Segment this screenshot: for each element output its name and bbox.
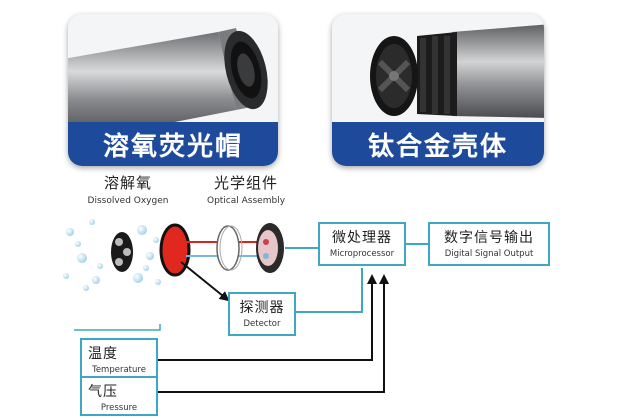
sensor-cap-card: 溶氧荧光帽 xyxy=(68,14,278,166)
microprocessor-box: 微处理器 Microprocessor xyxy=(318,222,406,266)
pressure-box: 气压 Pressure xyxy=(80,376,158,416)
optical-assembly-icon xyxy=(256,223,284,273)
temperature-cn: 温度 xyxy=(88,346,118,362)
dissolved-oxygen-label: 溶解氧 Dissolved Oxygen xyxy=(78,172,178,206)
optical-assembly-en: Optical Assembly xyxy=(206,196,286,206)
microprocessor-en: Microprocessor xyxy=(329,249,395,259)
arrow-to-detector xyxy=(180,261,230,302)
optical-assembly-cn: 光学组件 xyxy=(213,174,278,192)
temperature-arrow xyxy=(158,274,377,361)
sensor-cap-image xyxy=(68,14,278,166)
detector-left-guide xyxy=(74,324,161,331)
pressure-cn: 气压 xyxy=(88,384,118,400)
sensor-cap-label: 溶氧荧光帽 xyxy=(68,122,278,166)
pressure-en: Pressure xyxy=(100,403,138,413)
temperature-box: 温度 Temperature xyxy=(80,338,158,378)
fluorescent-disc-icon xyxy=(159,223,191,277)
temperature-en: Temperature xyxy=(92,365,146,375)
microprocessor-cn: 微处理器 xyxy=(332,230,392,246)
dissolved-oxygen-en: Dissolved Oxygen xyxy=(87,196,169,206)
digital-output-box: 数字信号输出 Digital Signal Output xyxy=(428,222,550,266)
oxygen-bubbles xyxy=(63,219,161,291)
optical-assembly-label: 光学组件 Optical Assembly xyxy=(196,172,296,206)
oxygen-molecule-icon xyxy=(111,232,133,272)
detector-box: 探测器 Detector xyxy=(228,292,296,336)
detector-en: Detector xyxy=(243,319,281,329)
digital-output-cn: 数字信号输出 xyxy=(444,230,534,246)
pressure-arrow xyxy=(158,274,389,393)
dissolved-oxygen-cn: 溶解氧 xyxy=(103,174,152,192)
titanium-housing-card: 钛合金壳体 xyxy=(332,14,544,166)
titanium-housing-label: 钛合金壳体 xyxy=(332,122,544,166)
detector-cn: 探测器 xyxy=(239,300,285,316)
connector-detector-microprocessor xyxy=(294,268,363,313)
optical-lens-icon xyxy=(216,225,243,271)
digital-output-en: Digital Signal Output xyxy=(444,249,534,259)
